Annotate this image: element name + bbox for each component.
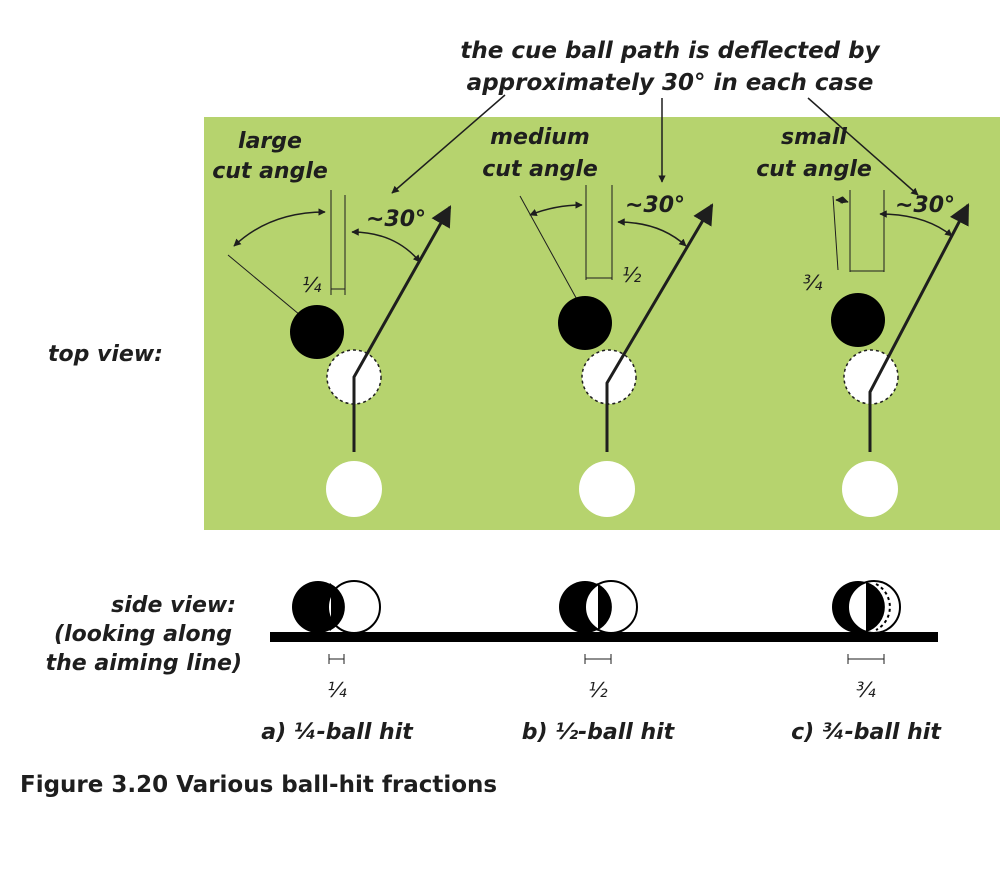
cut-angle-arc bbox=[233, 208, 326, 247]
object-ball bbox=[558, 296, 612, 350]
cut-angle-arc bbox=[529, 201, 583, 216]
object-ball-path bbox=[832, 195, 839, 271]
fraction-top-label: ½ bbox=[622, 263, 642, 287]
cut-angle-label-line1: small bbox=[781, 125, 847, 150]
deflection-arc bbox=[351, 228, 421, 263]
side-view-c: ¾ c) ¾-ball hit bbox=[791, 580, 942, 745]
panel-medium-cut: medium cut angle ~30° ½ bbox=[482, 125, 714, 517]
panel-small-cut: small cut angle ~30° ¾ bbox=[756, 125, 970, 517]
deflection-arc bbox=[617, 218, 687, 247]
figure-caption: Figure 3.20 Various ball-hit fractions bbox=[20, 772, 497, 798]
fraction-side-label: ¼ bbox=[327, 678, 347, 702]
cue-ball bbox=[842, 461, 898, 517]
deflection-arc bbox=[879, 210, 953, 237]
cue-ball-path bbox=[605, 203, 714, 452]
overlap-edge bbox=[875, 583, 891, 631]
cue-ball-path bbox=[868, 203, 970, 452]
side-view-label-line2: (looking along bbox=[54, 622, 232, 647]
overlap-edge bbox=[583, 583, 599, 631]
cut-angle-label-line2: cut angle bbox=[482, 157, 598, 182]
overlap-edge bbox=[866, 582, 885, 632]
object-ball bbox=[290, 305, 344, 359]
table-baseline bbox=[270, 632, 938, 642]
cut-angle-label-line2: cut angle bbox=[756, 157, 872, 182]
hit-label: a) ¼-ball hit bbox=[261, 720, 414, 745]
deflection-note-line1: the cue ball path is deflected by bbox=[460, 38, 880, 64]
side-view-label-line1: side view: bbox=[111, 593, 236, 618]
side-view-b: ½ b) ½-ball hit bbox=[522, 580, 676, 745]
hit-label: b) ½-ball hit bbox=[522, 720, 676, 745]
fraction-side-label: ½ bbox=[588, 678, 608, 702]
deflection-note-line2: approximately 30° in each case bbox=[467, 70, 874, 96]
fraction-side-label: ¾ bbox=[856, 678, 876, 702]
top-view-label: top view: bbox=[48, 342, 163, 367]
overlap-edge bbox=[316, 583, 332, 631]
hit-label: c) ¾-ball hit bbox=[791, 720, 942, 745]
cut-angle-label-line2: cut angle bbox=[212, 159, 328, 184]
cut-angle-label-line1: medium bbox=[490, 125, 590, 150]
fraction-top-label: ¾ bbox=[803, 271, 823, 295]
cue-ball bbox=[326, 461, 382, 517]
overlap-edge bbox=[598, 584, 612, 630]
object-ball bbox=[831, 293, 885, 347]
side-view-label-line3: the aiming line) bbox=[46, 651, 242, 676]
cue-ball bbox=[579, 461, 635, 517]
panel-large-cut: large cut angle ~30° ¼ bbox=[212, 129, 452, 517]
deflection-label: ~30° bbox=[366, 207, 426, 232]
note-leader-right bbox=[807, 97, 919, 196]
cue-ball-path bbox=[352, 205, 452, 452]
cut-angle-label-line1: large bbox=[238, 129, 302, 154]
note-leader-left bbox=[391, 94, 506, 194]
fraction-top-label: ¼ bbox=[302, 273, 322, 297]
cut-angle-arc bbox=[835, 196, 849, 204]
overlap-edge bbox=[331, 584, 345, 630]
deflection-label: ~30° bbox=[895, 193, 955, 218]
side-view-a: ¼ a) ¼-ball hit bbox=[261, 580, 414, 745]
deflection-label: ~30° bbox=[625, 193, 685, 218]
